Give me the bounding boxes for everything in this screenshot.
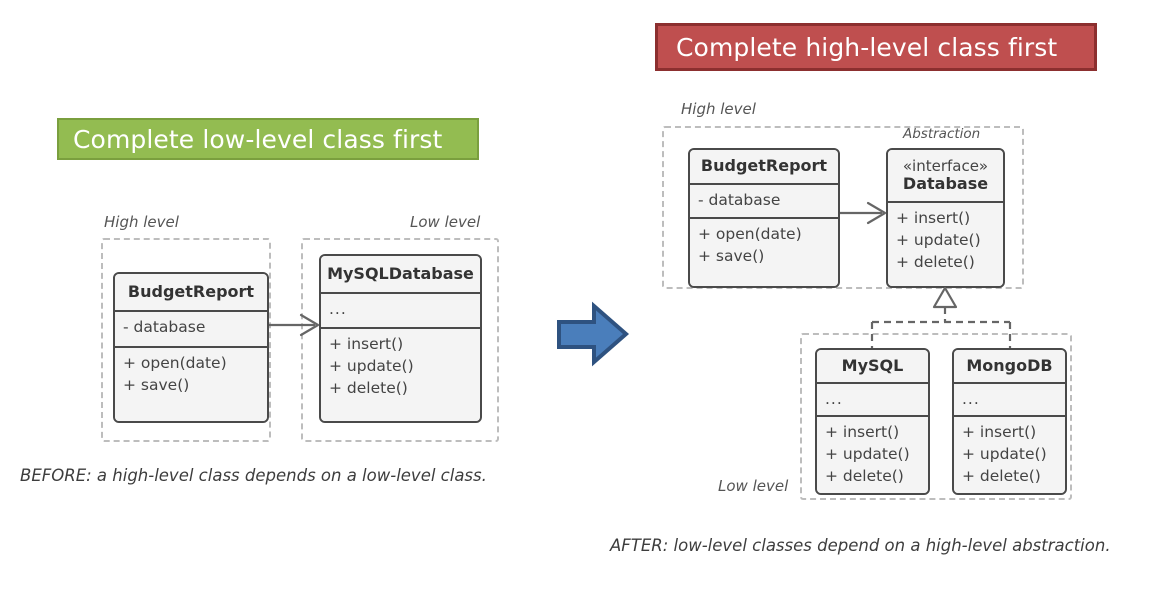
class-methods-mysql: + insert() + update() + delete() [817, 417, 928, 493]
class-title-mongodb: MongoDB [954, 350, 1065, 384]
attribute-row: - database [123, 318, 206, 336]
class-box-mysqldatabase[interactable]: MySQLDatabase ... + insert() + update() … [319, 254, 482, 423]
class-methods-budgetreport-right: + open(date) + save() [690, 219, 838, 286]
attribute-row: ... [329, 300, 347, 318]
class-attributes-mysqldatabase: ... [321, 294, 480, 329]
method-row: + insert() [825, 423, 900, 441]
class-title-database: «interface» Database [888, 150, 1003, 203]
method-row: + delete() [962, 467, 1041, 485]
class-methods-database: + insert() + update() + delete() [888, 203, 1003, 286]
class-attributes-budgetreport-left: - database [115, 312, 267, 348]
method-row: + save() [698, 247, 765, 265]
attribute-row: ... [825, 390, 843, 408]
method-row: + insert() [329, 335, 404, 353]
class-attributes-budgetreport-right: - database [690, 185, 838, 219]
attribute-row: ... [962, 390, 980, 408]
method-row: + update() [962, 445, 1047, 463]
banner-left-text: Complete low-level class first [73, 124, 443, 154]
right-group-label-abstraction: Abstraction [903, 126, 981, 142]
method-row: + delete() [896, 253, 975, 271]
left-group-low-level [301, 238, 499, 442]
class-name-label: Database [902, 173, 989, 193]
class-title-budgetreport-left: BudgetReport [115, 274, 267, 312]
left-group-label-high-level: High level [104, 213, 179, 231]
class-attributes-mongodb: ... [954, 384, 1065, 417]
method-row: + update() [329, 357, 414, 375]
class-box-mysql[interactable]: MySQL ... + insert() + update() + delete… [815, 348, 930, 495]
class-box-budgetreport-left[interactable]: BudgetReport - database + open(date) + s… [113, 272, 269, 423]
class-stereotype-label: «interface» [902, 156, 989, 175]
right-group-label-low-level: Low level [718, 477, 789, 495]
right-group-low-level [800, 333, 1072, 500]
attribute-row: - database [698, 191, 781, 209]
class-name-label: BudgetReport [700, 156, 828, 176]
method-row: + update() [896, 231, 981, 249]
class-box-database-interface[interactable]: «interface» Database + insert() + update… [886, 148, 1005, 288]
method-row: + insert() [962, 423, 1037, 441]
class-methods-mysqldatabase: + insert() + update() + delete() [321, 329, 480, 421]
class-box-budgetreport-right[interactable]: BudgetReport - database + open(date) + s… [688, 148, 840, 288]
class-name-label: MySQLDatabase [327, 263, 474, 283]
class-methods-mongodb: + insert() + update() + delete() [954, 417, 1065, 493]
left-group-label-low-level: Low level [410, 213, 481, 231]
banner-right-text: Complete high-level class first [676, 32, 1058, 62]
banner-complete-high-level-first: Complete high-level class first [655, 23, 1097, 71]
class-attributes-mysql: ... [817, 384, 928, 417]
class-title-mysqldatabase: MySQLDatabase [321, 256, 480, 294]
method-row: + open(date) [123, 354, 227, 372]
right-group-label-high-level: High level [681, 100, 756, 118]
method-row: + delete() [329, 379, 408, 397]
class-methods-budgetreport-left: + open(date) + save() [115, 348, 267, 421]
right-group-high-level [662, 126, 1024, 289]
method-row: + save() [123, 376, 190, 394]
method-row: + insert() [896, 209, 971, 227]
right-arrow-icon [557, 301, 630, 367]
caption-before: BEFORE: a high-level class depends on a … [20, 466, 487, 485]
class-name-label: BudgetReport [127, 281, 255, 301]
class-title-budgetreport-right: BudgetReport [690, 150, 838, 185]
caption-after: AFTER: low-level classes depend on a hig… [610, 536, 1111, 555]
method-row: + update() [825, 445, 910, 463]
method-row: + delete() [825, 467, 904, 485]
class-box-mongodb[interactable]: MongoDB ... + insert() + update() + dele… [952, 348, 1067, 495]
class-name-label: MongoDB [966, 355, 1053, 375]
left-group-high-level [101, 238, 271, 442]
banner-complete-low-level-first: Complete low-level class first [57, 118, 479, 160]
method-row: + open(date) [698, 225, 802, 243]
class-title-mysql: MySQL [817, 350, 928, 384]
class-name-label: MySQL [841, 355, 904, 375]
